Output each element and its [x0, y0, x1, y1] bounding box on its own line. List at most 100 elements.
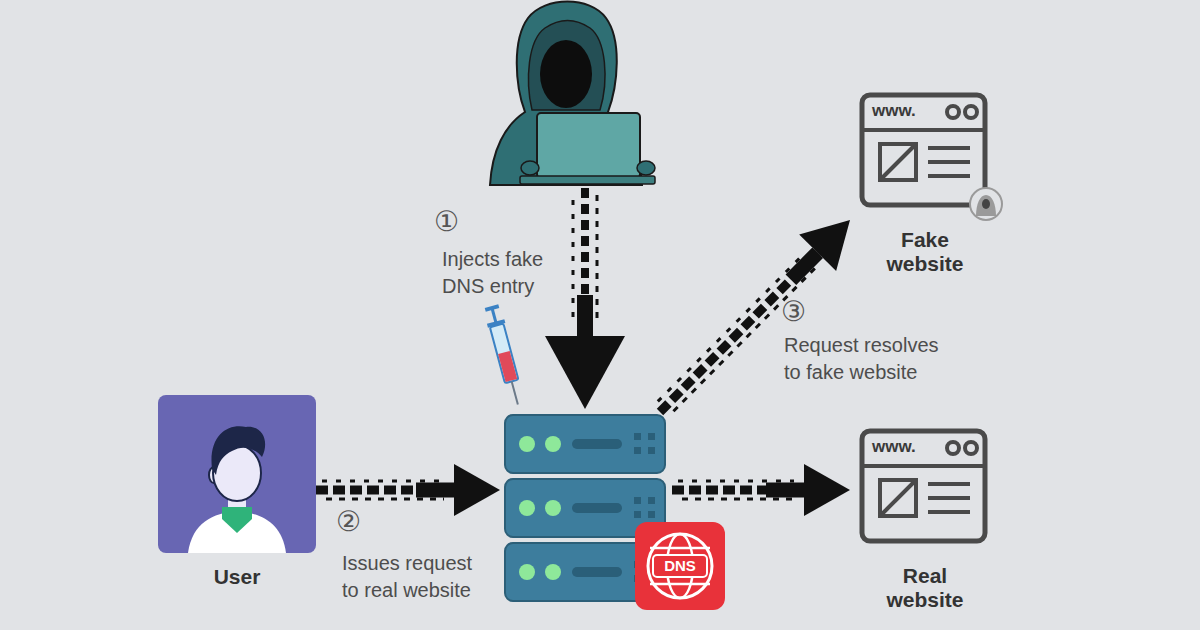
dns-icon [635, 522, 725, 610]
server-unit [572, 503, 622, 513]
node-label: Fake website [875, 228, 975, 276]
server-unit [648, 433, 655, 440]
connector-arrow [658, 220, 850, 412]
arrow-stem [791, 253, 818, 280]
syringe-icon [492, 308, 496, 323]
user-collar [222, 507, 252, 533]
arrow-streak [672, 486, 804, 495]
node-shape [158, 395, 316, 590]
browser-button [965, 106, 977, 118]
syringe-icon [512, 381, 518, 404]
dns-icon [648, 534, 712, 598]
syringe-icon [483, 304, 527, 407]
user-hair [211, 426, 265, 475]
inject-arrow [596, 195, 599, 322]
hacker-figure [490, 2, 655, 186]
label-anchor: Issues request to real website [342, 550, 487, 604]
hacker-figure [528, 21, 605, 111]
hacker-badge [970, 188, 1002, 220]
inject-arrow [572, 200, 575, 320]
server-unit [634, 511, 641, 518]
text-line [928, 510, 970, 514]
arrow-streak [316, 486, 454, 495]
syringe-icon [498, 351, 517, 382]
server-unit [545, 564, 561, 580]
image-placeholder [880, 144, 916, 180]
arrow-streak [678, 480, 794, 483]
browser-button [965, 442, 977, 454]
syringe-icon [490, 324, 519, 384]
server-unit [634, 433, 641, 440]
server-unit [572, 439, 622, 449]
text-line [928, 496, 970, 500]
arrow-streak [682, 498, 794, 501]
hacker-figure [490, 2, 642, 186]
dns-icon [653, 555, 707, 577]
inject-arrow [577, 295, 593, 340]
image-placeholder [880, 480, 916, 516]
browser-bar [862, 464, 985, 468]
hacker-badge [976, 195, 996, 216]
arrow-stem [766, 483, 804, 498]
step-label: Injects fake DNS entry [442, 246, 570, 300]
server-unit [648, 447, 655, 454]
text-line [928, 174, 970, 178]
browser-button [947, 106, 959, 118]
label-anchor: ② [336, 506, 361, 538]
server-unit [545, 500, 561, 516]
image-placeholder [880, 480, 916, 516]
hacker-figure [540, 40, 592, 108]
arrow-streak [326, 498, 444, 501]
callout-number: ③ [781, 296, 806, 328]
arrow-stem [416, 483, 454, 498]
server-unit [572, 567, 622, 577]
server-unit [505, 415, 665, 473]
browser-button [947, 442, 959, 454]
dns-icon [650, 583, 710, 586]
website-box: www. Fake website [850, 92, 1000, 280]
server-unit [519, 436, 535, 452]
browser-bar [862, 128, 985, 132]
arrow-head [804, 464, 850, 516]
text-line [928, 482, 970, 486]
step-label: Issues request to real website [342, 550, 487, 604]
inject-arrow [581, 188, 589, 300]
callout-number: ② [336, 506, 361, 538]
website-box: www. Real website [850, 428, 1000, 616]
hacker-figure [637, 161, 655, 175]
server-unit [519, 564, 535, 580]
hacker-figure [520, 176, 655, 184]
server-unit [505, 415, 665, 473]
inject-arrow [545, 188, 625, 409]
server-unit [648, 497, 655, 504]
hacker-badge [970, 188, 1002, 220]
dns-label: DNS [653, 555, 707, 577]
inject-arrow [545, 336, 625, 409]
label-anchor: ① [434, 206, 459, 238]
user-tile [158, 395, 316, 553]
text-line [928, 160, 970, 164]
server-unit [634, 447, 641, 454]
arrow-streak [660, 253, 818, 412]
url-text: www. [872, 100, 1000, 122]
image-placeholder [880, 144, 916, 180]
server-unit [519, 500, 535, 516]
text-line [928, 146, 970, 150]
dns-icon [650, 547, 710, 550]
hacker-figure [521, 161, 539, 175]
label-anchor: ③ [781, 296, 806, 328]
user-box: User [158, 395, 316, 593]
arrow-streak [322, 480, 444, 483]
dns-icon [635, 522, 725, 610]
server-unit [634, 497, 641, 504]
connector-arrow [672, 464, 850, 516]
callout-number: ① [434, 206, 459, 238]
node-label: Real website [875, 564, 975, 612]
hacker-badge [982, 199, 990, 209]
hacker-figure [537, 113, 640, 178]
arrow-head [454, 464, 500, 516]
url-text: www. [872, 436, 1000, 458]
server-unit [648, 511, 655, 518]
dns-server: DNS [500, 412, 672, 602]
